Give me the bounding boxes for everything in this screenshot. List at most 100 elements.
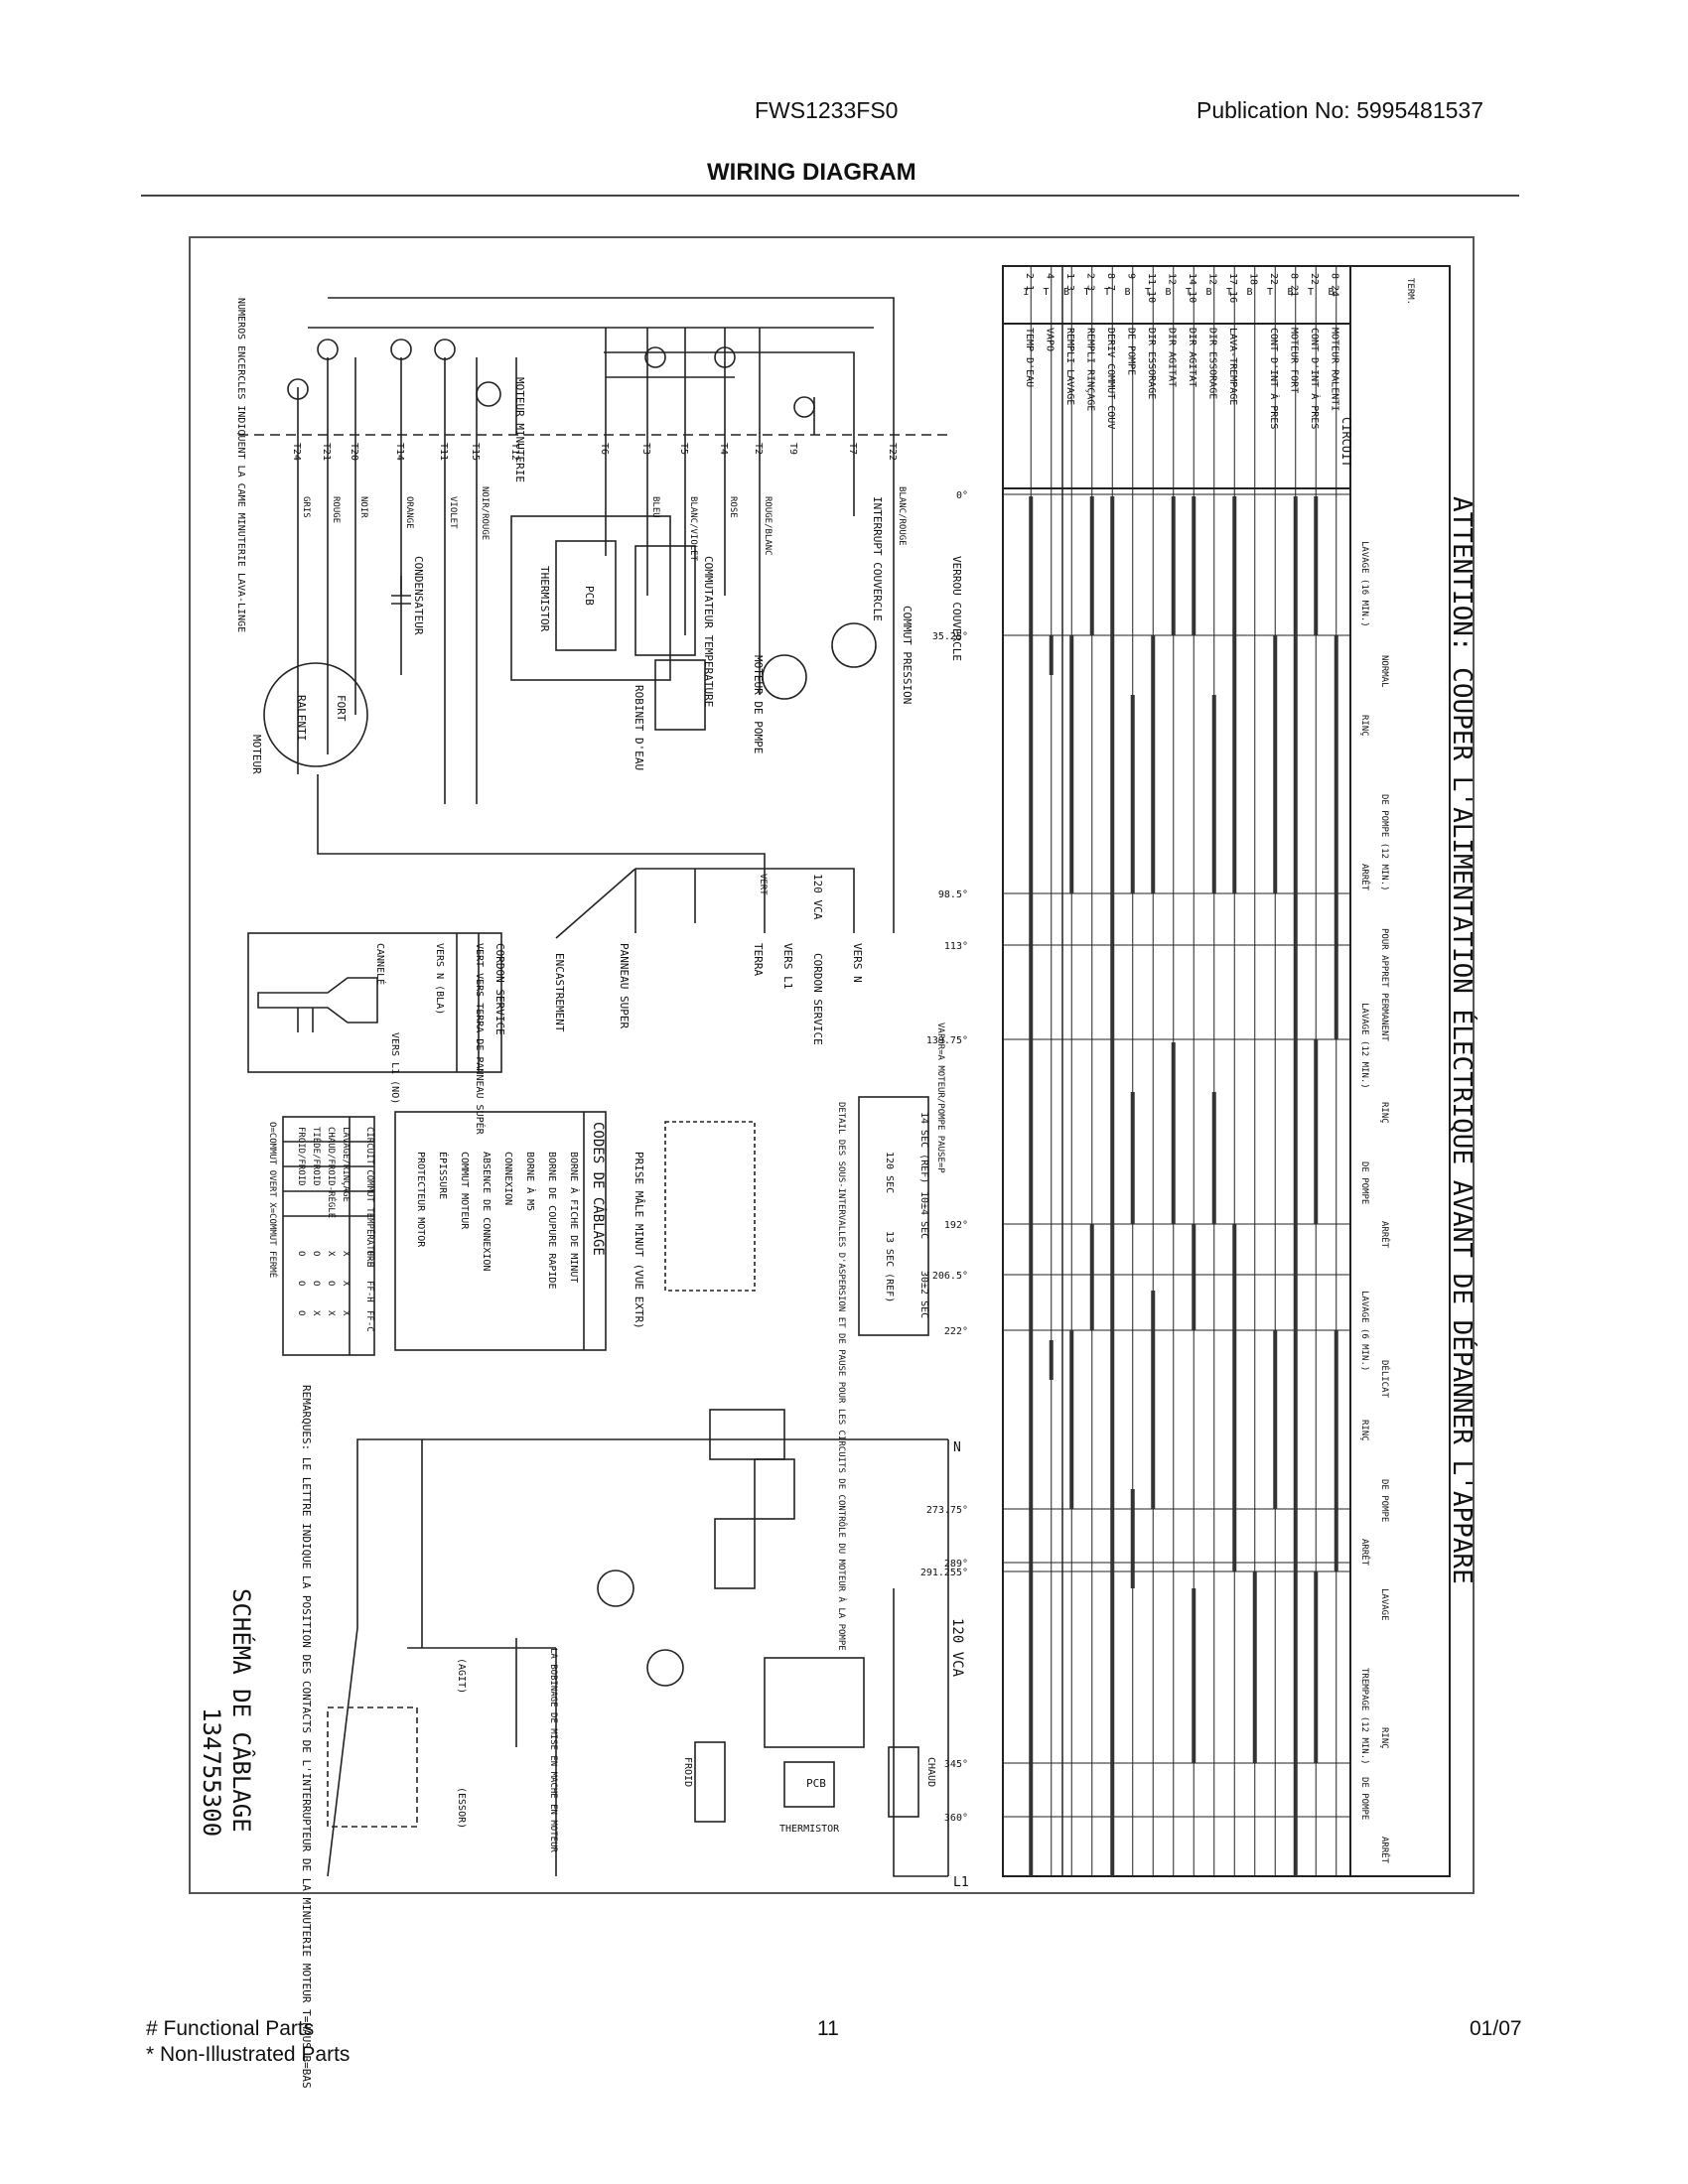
- temp-table-cell: X: [341, 1310, 351, 1316]
- temp-table-legend: O=COMMUT OVERT X=COMMUT FERMÉ: [267, 1122, 279, 1278]
- contact-bar: [1130, 695, 1135, 893]
- wire-color-label: GRIS: [301, 496, 311, 518]
- cycle-label: RINÇ: [1359, 1420, 1369, 1441]
- page-title: WIRING DIAGRAM: [707, 159, 916, 186]
- wire-color-label: ROSE: [728, 496, 738, 518]
- temp-table-cell: O: [311, 1251, 321, 1256]
- contact-bar: [1314, 496, 1319, 635]
- circuit-term: B: [1166, 287, 1172, 298]
- vers-l1-label: VERS L1: [781, 943, 794, 989]
- circuit-position: 1 3: [1064, 273, 1075, 291]
- pressure-switch-label: COMMUT PRESSION: [901, 606, 914, 704]
- circuit-position: 11 10: [1146, 273, 1157, 303]
- cycle-label: POUR APPRET PERMANENT: [1379, 928, 1389, 1041]
- wire-color-label: BLEU: [650, 496, 660, 518]
- cycle-label: ARRÊT: [1379, 1221, 1391, 1249]
- terminal-label: T22: [887, 443, 898, 461]
- circuit-term: B: [1125, 287, 1131, 298]
- degree-label: 289°: [944, 1559, 968, 1570]
- contact-bar: [1211, 695, 1216, 893]
- wiring-code: PROTECTEUR MOTOR: [415, 1152, 426, 1248]
- wiring-code: ÉPISSURE: [437, 1152, 450, 1199]
- temp-table-header: F-H: [364, 1251, 374, 1267]
- header-rule: [141, 195, 1519, 197]
- wire-color-label: BLANC/VIOLET: [688, 496, 698, 562]
- page-number: 11: [817, 2017, 839, 2040]
- circuit-position: 8 21: [1289, 273, 1300, 297]
- circuit-term: T: [1267, 287, 1273, 298]
- contact-bar: [1110, 496, 1115, 1876]
- circuit-term: T: [1186, 287, 1192, 298]
- temp-switch-label: COMMUTATEUR TEMPERATURE: [702, 556, 715, 707]
- condenser-label: CONDENSATEUR: [412, 556, 425, 635]
- cycle-label: ARRÊT: [1359, 864, 1371, 891]
- circuit-term: T: [1104, 287, 1110, 298]
- contact-bar: [1049, 1340, 1054, 1380]
- temp-table-cell: TIÈDE/FROID: [311, 1127, 323, 1186]
- cycle-label: LAVAGE (6 MIN.): [1359, 1291, 1369, 1371]
- publication-number: Publication No: 5995481537: [1196, 97, 1484, 123]
- degree-label: 98.5°: [938, 889, 968, 900]
- circuit-term: T: [1145, 287, 1151, 298]
- contact-bar: [1273, 1330, 1278, 1509]
- contact-bar: [1192, 1588, 1196, 1763]
- circuit-label: MOTEUR FORT: [1289, 328, 1300, 393]
- contact-bar: [1089, 1224, 1094, 1330]
- wire-color-label: ROUGE/BLANC: [763, 496, 773, 556]
- contact-bar: [1192, 496, 1196, 635]
- vers-n-label: VERS N: [851, 943, 864, 983]
- pcb-bottom-label: PCB: [806, 1777, 826, 1790]
- wire-color-label: VERT: [758, 874, 768, 895]
- contact-bar: [1049, 635, 1054, 675]
- cord-title: CORDON SERVICE: [493, 943, 506, 1035]
- contact-bar: [1069, 1330, 1074, 1509]
- subinterval-item: 13 SEC (REF): [884, 1231, 895, 1302]
- schema-number: 134755300: [198, 1707, 225, 1837]
- subinterval-legend: VAPOR=A MOTEUR/POMPE PAUSE=P: [935, 1023, 945, 1173]
- contact-bar: [1273, 635, 1278, 893]
- cycle-label: RINÇ: [1359, 715, 1369, 737]
- cord-to-l1: VERS L1 (NO): [389, 1032, 400, 1104]
- contact-bar: [1232, 1224, 1237, 1571]
- cycle-label: ARRÊT: [1379, 1837, 1391, 1864]
- fort-label: FORT: [335, 695, 348, 722]
- circuit-label: CONT D'INT À PRES: [1309, 328, 1322, 429]
- contact-bar: [1130, 1489, 1135, 1588]
- attention-text: ATTENTION: COUPER L'ALIMENTATION ÉLECTRI…: [1447, 496, 1478, 1584]
- wiring-code: BORNE À M5: [524, 1152, 537, 1211]
- water-valve-label: ROBINET D'EAU: [633, 685, 645, 770]
- terminal-label: T3: [640, 443, 651, 455]
- wire-color-label: NOIR/ROUGE: [480, 486, 490, 540]
- circuit-label: DIR ESSORAGE: [1207, 328, 1218, 399]
- circuit-term: 1: [1023, 287, 1029, 298]
- wire-color-label: VIOLET: [448, 496, 458, 529]
- agit-label: (AGIT): [456, 1658, 467, 1694]
- circuit-term: B: [1063, 287, 1069, 298]
- circuit-label: CONT D'INT À PRES: [1268, 328, 1281, 429]
- term-header: TERM.: [1405, 278, 1415, 305]
- circuit-label: REMPLI RINÇAGE: [1085, 328, 1096, 411]
- essor-label: (ESSOR): [456, 1787, 467, 1829]
- cycle-label: LAVAGE (12 MIN.): [1359, 1003, 1369, 1089]
- degree-label: 139.75°: [926, 1035, 968, 1046]
- ralenti-label: RALENTI: [295, 695, 308, 741]
- contact-bar: [1151, 1291, 1156, 1509]
- temp-table-cell: O: [296, 1251, 306, 1256]
- wiring-code: ABSENCE DE CONNEXION: [481, 1152, 492, 1271]
- contact-bar: [1151, 635, 1156, 893]
- degree-label: 222°: [944, 1326, 968, 1337]
- temp-table-cell: X: [326, 1310, 336, 1316]
- terminal-label: T14: [394, 443, 405, 461]
- circuit-position: 14 10: [1187, 273, 1197, 303]
- contact-bar: [1029, 496, 1034, 1876]
- circuit-label: DIR ESSORAGE: [1146, 328, 1157, 399]
- wiring-code: COMMUT MOTEUR: [459, 1152, 470, 1230]
- terminal-label: T7: [847, 443, 858, 455]
- cycle-label: RINÇ: [1379, 1727, 1389, 1749]
- circuit-term: T: [1044, 287, 1050, 298]
- circuit-label: DIR AGITAT: [1187, 328, 1197, 387]
- subinterval-title: DETAIL DES SOUS-INTERVALLES D'ASPERSION …: [836, 1102, 848, 1651]
- codes-title: CODES DE CÂBLAGE: [590, 1122, 608, 1256]
- degree-label: 0°: [956, 490, 968, 501]
- timer-plug-label: PRISE MÂLE MINUT (VUE EXTR): [633, 1152, 645, 1329]
